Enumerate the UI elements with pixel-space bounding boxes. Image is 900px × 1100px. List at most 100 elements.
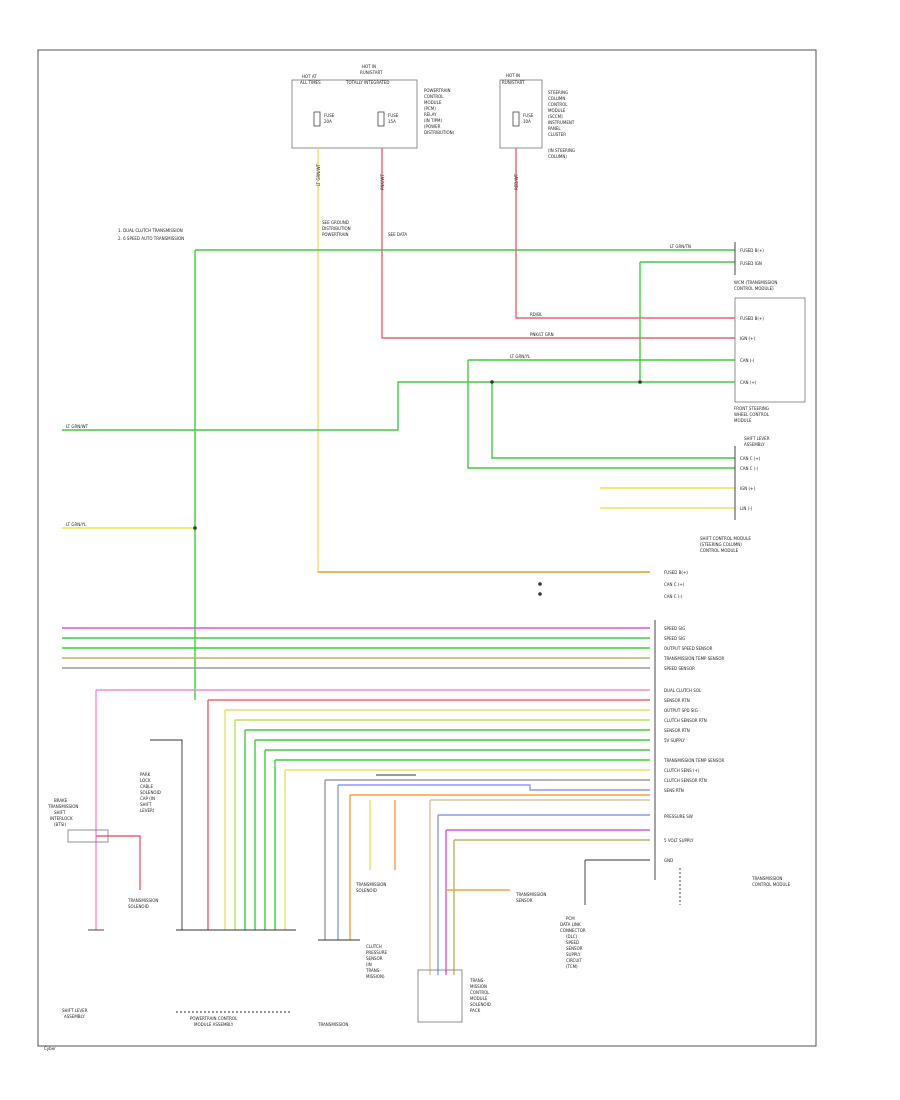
note-b-8: CLUSTER: [548, 132, 566, 137]
callout-c-1: CLUTCH: [366, 944, 382, 949]
callout-b-7: LEVER): [140, 808, 155, 813]
solenoid-pack-box: [417, 969, 463, 1023]
c4-name-1: SHIFT CONTROL MODULE: [700, 536, 751, 541]
note-a-1: POWERTRAIN: [424, 88, 451, 93]
drop-right-label: RED/WT: [514, 173, 519, 190]
fuse-mid-rating: 15A: [388, 119, 396, 124]
c3-pin-2: CAN C (-): [740, 466, 759, 471]
c2-pin-1: FUSED B(+): [740, 316, 764, 321]
signal-labels: SPEED SIG SPEED SIG OUTPUT SPEED SENSOR …: [663, 626, 724, 863]
signal-label-4: TRANSMISSION TEMP SENSOR: [663, 656, 724, 661]
c4-name-2: (STEERING COLUMN): [700, 542, 742, 547]
fuse-mid-label: FUSE: [388, 113, 399, 118]
fuse-left-rating: 20A: [324, 119, 332, 124]
callout-e-9: (TCM): [566, 964, 578, 969]
callout-b-3: CABLE: [140, 784, 154, 789]
c3-pin-4: LIN (-): [740, 506, 753, 511]
note-a-7: (POWER: [424, 124, 441, 129]
green-a-label: LT GRN/TN: [670, 244, 691, 249]
fuse-right-header-1: HOT IN: [506, 73, 520, 78]
wire-red-drop-right: [515, 148, 735, 319]
c4-pin-1: FUSED B(+): [664, 570, 688, 575]
signal-label-9: CLUTCH SENSOR RTN: [664, 718, 707, 723]
signal-label-10: SENSOR RTN: [664, 728, 690, 733]
callout-d-2: MISSION: [470, 984, 487, 989]
callout-left-5: (BTSI): [54, 822, 66, 827]
fuse-right-symbol: [512, 111, 520, 127]
note-a-8: DISTRIBUTION): [424, 130, 455, 135]
signal-label-3: OUTPUT SPEED SENSOR: [664, 646, 713, 651]
callout-e-5: SPEED: [566, 940, 579, 945]
fuse-mid-header-2: RUN/START: [360, 70, 383, 75]
splice-b: SEE DATA: [388, 232, 407, 237]
signal-label-16: PRESSURE SW: [664, 814, 693, 819]
note-a-4: (PCM): [424, 106, 436, 111]
module-left-2: ASSEMBLY: [64, 1014, 85, 1019]
callout-left-4: INTERLOCK: [50, 816, 73, 821]
callout-c-3: SENSOR: [366, 956, 383, 961]
wire-red-drop-mid: [381, 148, 735, 339]
signal-label-8: OUTPUT SPD SIG: [664, 708, 698, 713]
fuse-right-label: FUSE: [523, 113, 534, 118]
note-a-6: (IN TIPM): [424, 118, 442, 123]
red-b-label: PNK/LT GRN: [530, 332, 554, 337]
callout-e-3: CONNECTOR: [560, 928, 586, 933]
connector-c2: FUSED B(+) IGN (+) CAN (-) CAN (+) FRONT…: [734, 297, 806, 423]
c1-pin-2: FUSED IGN: [740, 261, 762, 266]
splice-a-2: DISTRIBUTION: [322, 226, 351, 231]
fuse-notes-b: STEERING COLUMN CONTROL MODULE (SCCM) IN…: [548, 90, 575, 159]
interlock-module-box: [67, 829, 109, 843]
splice-a-1: SEE GROUND: [322, 220, 349, 225]
c1-pin-1: FUSED B(+): [740, 248, 764, 253]
c2-name-1: FRONT STEERING: [734, 406, 769, 411]
splice-dot-1: [193, 526, 197, 530]
fuse-right-header-2: RUN/START: [502, 80, 525, 85]
callout-e-1: PCM: [566, 916, 575, 921]
signal-label-15: SENS RTN: [664, 788, 684, 793]
c2-pin-4: CAN (+): [740, 380, 757, 385]
callout-c-6: MISSION): [366, 974, 385, 979]
fuse-left-header-1: HOT AT: [302, 74, 317, 79]
callout-b-4: SOLENOID: [140, 790, 161, 795]
signal-label-17: 5 VOLT SUPPLY: [664, 838, 694, 843]
callout-e-2: DATA LINK: [560, 922, 581, 927]
connector-c1: FUSED B(+) FUSED IGN WCM (TRANSMISSION C…: [734, 242, 777, 291]
callout-d-4: MODULE: [470, 996, 488, 1001]
splice-dot-3: [638, 380, 642, 384]
callout-e-4: (DLC): [566, 934, 578, 939]
signal-label-5: SPEED SENSOR: [664, 666, 695, 671]
signal-label-13: CLUTCH SENS (+): [664, 768, 700, 773]
wire-green-loop: [491, 382, 735, 459]
trans-solenoid-a-2: SOLENOID: [128, 904, 149, 909]
trans-solenoid-a-1: TRANSMISSION: [127, 898, 158, 903]
module-mid-1: POWERTRAIN CONTROL: [190, 1016, 238, 1021]
wire-black-interlock: [150, 739, 183, 930]
callout-d-6: PACK: [470, 1008, 481, 1013]
c2-name-2: WHEEL CONTROL: [734, 412, 770, 417]
fuse-mid-header-3: TOTALLY INTEGRATED: [345, 80, 389, 85]
signal-label-12: TRANSMISSION TEMP SENSOR: [663, 758, 724, 763]
drop-left-label: LT GRN/WT: [316, 163, 321, 186]
note-a-2: CONTROL: [424, 94, 444, 99]
green-run-label: LT GRN/WT: [66, 424, 89, 429]
signal-label-11: 5V SUPPLY: [664, 738, 686, 743]
callout-c-2: PRESSURE: [366, 950, 388, 955]
footer-small: TRANSMISSION: [317, 1022, 348, 1027]
callout-d-5: SOLENOID: [470, 1002, 491, 1007]
callout-e-8: CIRCUIT: [566, 958, 582, 963]
drop-mid-label: PNK/WT: [380, 174, 385, 190]
note-a-5: RELAY: [424, 112, 437, 117]
corner-mark: Cyber: [44, 1046, 56, 1051]
tcm-label-1: TRANSMISSION: [751, 876, 782, 881]
fuse-block-right: HOT IN RUN/START FUSE 10A: [499, 73, 543, 149]
wire-red-interlock: [96, 835, 141, 890]
c2-pin-3: CAN (-): [740, 358, 755, 363]
note-b-10: COLUMN): [548, 154, 567, 159]
c1-name-1: WCM (TRANSMISSION: [734, 280, 777, 285]
note-b-9: (IN STEERING: [548, 148, 575, 153]
c3-pin-1: CAN C (+): [740, 456, 761, 461]
splice-dot-2: [490, 380, 494, 384]
c3-pin-3: IGN (+): [740, 486, 755, 491]
diagram-frame: [37, 49, 817, 1047]
